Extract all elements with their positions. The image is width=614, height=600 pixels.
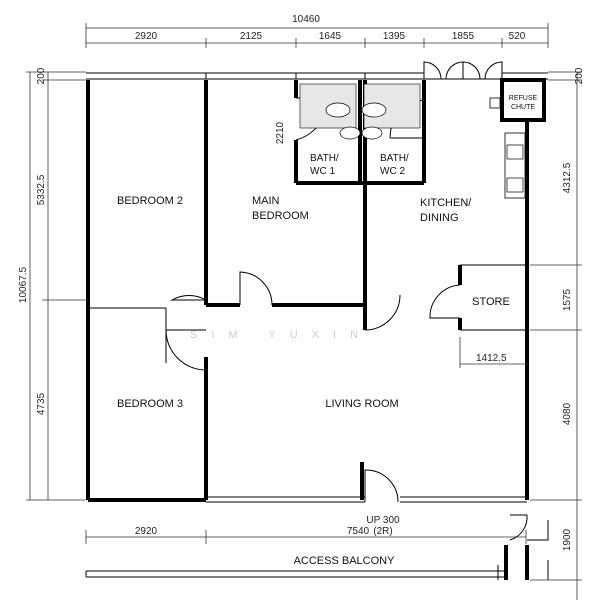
dim-left-seg-1: 200 bbox=[36, 67, 47, 84]
label-main-bedroom-1: MAIN bbox=[252, 195, 280, 207]
bath-fixtures bbox=[299, 83, 421, 140]
label-access-balcony: ACCESS BALCONY bbox=[294, 555, 396, 567]
doors bbox=[165, 97, 549, 541]
dim-top-seg-3: 1645 bbox=[319, 31, 342, 42]
label-bedroom-3: BEDROOM 3 bbox=[117, 398, 183, 410]
kitchen-counter bbox=[489, 97, 526, 199]
dim-bottom-right: 7540 bbox=[347, 526, 370, 537]
label-kitchen-1: KITCHEN/ bbox=[420, 197, 472, 209]
label-store: STORE bbox=[472, 296, 510, 308]
label-refuse-2: CHUTE bbox=[511, 104, 535, 111]
bottom-dimensions: 2920 7540 bbox=[85, 526, 527, 544]
dim-left-seg-3: 4735 bbox=[36, 392, 47, 415]
watermark: SIM YUXIN bbox=[190, 329, 372, 341]
access-balcony bbox=[85, 545, 549, 580]
dim-top-seg-2: 2125 bbox=[240, 31, 263, 42]
dim-right-seg-5: 1900 bbox=[562, 528, 573, 551]
dim-top-seg-6: 520 bbox=[509, 31, 526, 42]
label-bath-1-b: WC 1 bbox=[310, 166, 335, 177]
dim-top-seg-5: 1855 bbox=[452, 31, 475, 42]
dim-bath-depth: 2210 bbox=[275, 121, 286, 144]
dim-left-total: 10067.5 bbox=[18, 266, 29, 303]
dim-top-total: 10460 bbox=[292, 14, 320, 25]
label-refuse-1: REFUSE bbox=[509, 95, 538, 102]
dim-store-width: 1412.5 bbox=[476, 353, 507, 364]
label-bath-1-a: BATH/ bbox=[310, 153, 339, 164]
label-bedroom-2: BEDROOM 2 bbox=[117, 195, 183, 207]
dim-right-seg-3: 1575 bbox=[562, 288, 573, 311]
label-main-bedroom-2: BEDROOM bbox=[252, 210, 309, 222]
label-bath-2-a: BATH/ bbox=[380, 153, 409, 164]
dim-bottom-left: 2920 bbox=[135, 526, 158, 537]
left-dimensions: 10067.5 200 5332.5 4735 bbox=[18, 67, 86, 501]
label-living-room: LIVING ROOM bbox=[325, 398, 398, 410]
dim-top-seg-4: 1395 bbox=[383, 31, 406, 42]
stairs-label: UP 300 bbox=[366, 515, 400, 526]
right-dimensions: 200 4312.5 1575 4080 1900 bbox=[530, 67, 585, 600]
label-bath-2-b: WC 2 bbox=[380, 166, 405, 177]
walls bbox=[86, 78, 546, 503]
stairs-sub: (2R) bbox=[373, 526, 392, 537]
label-kitchen-2: DINING bbox=[420, 212, 459, 224]
dim-right-seg-2: 4312.5 bbox=[562, 162, 573, 193]
dim-left-seg-2: 5332.5 bbox=[36, 174, 47, 205]
top-dimensions: 10460 2920 2125 1645 1395 1855 520 bbox=[85, 14, 549, 48]
dim-right-seg-4: 4080 bbox=[562, 402, 573, 425]
kitchen-window-doors bbox=[423, 61, 503, 80]
dim-right-seg-1: 200 bbox=[574, 67, 585, 84]
top-wall bbox=[86, 72, 548, 80]
dim-top-seg-1: 2920 bbox=[135, 31, 158, 42]
